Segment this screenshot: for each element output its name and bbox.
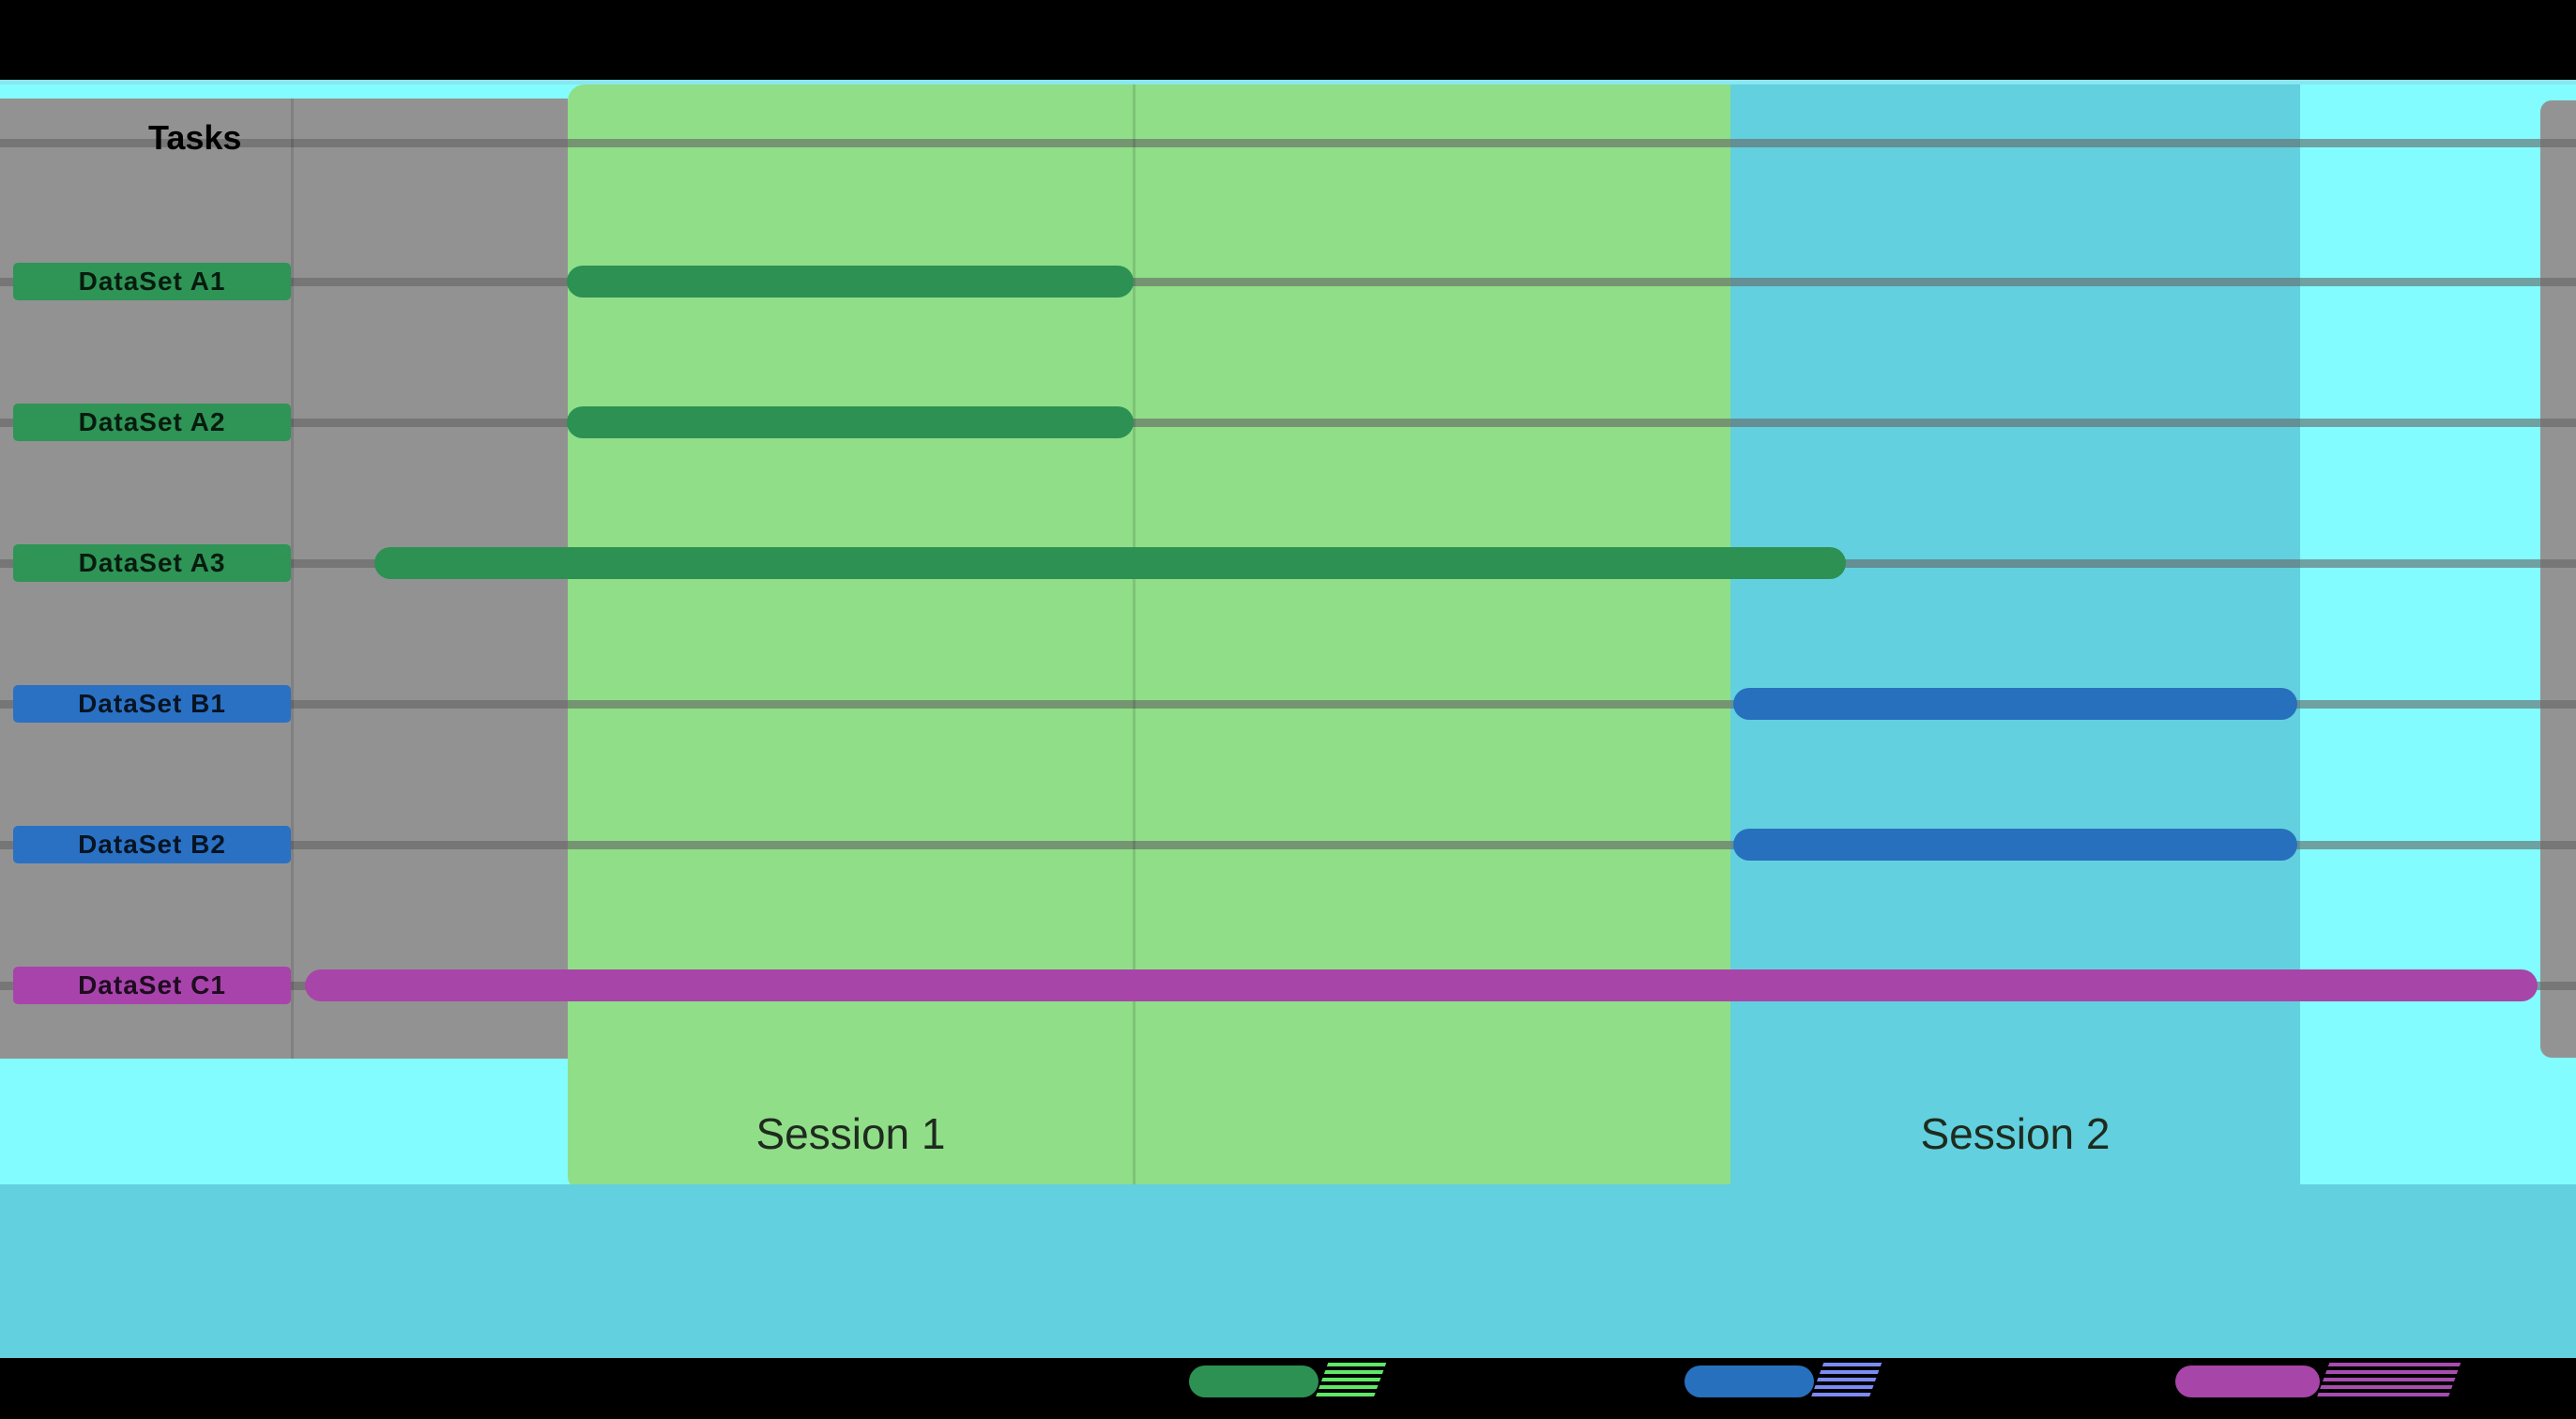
right-axis-column [2540,100,2576,1058]
legend-slash-icon [2315,1363,2462,1400]
chart-top-border [0,80,2576,85]
session-1-label: Session 1 [755,1109,946,1158]
legend-slash-icon [1314,1363,1387,1400]
task-row-label: DataSet A3 [13,544,291,582]
task-bar [1733,688,2297,720]
vertical-gridline [291,99,294,1059]
task-bar [1733,829,2297,861]
legend-swatch-pill [1189,1366,1318,1397]
task-row-label: DataSet B1 [13,685,291,723]
horizontal-gridline [0,419,2576,427]
vertical-gridline [1133,84,1136,1193]
horizontal-gridline [0,278,2576,286]
bottom-margin-band [0,1184,2576,1358]
task-row-label: DataSet A2 [13,404,291,441]
legend-swatch-pill [1684,1366,1814,1397]
task-bar [305,969,2538,1001]
legend-slash-icon [1809,1363,1882,1400]
tasks-column-header: Tasks [148,118,242,157]
session-2-band [1730,84,2300,1193]
legend-swatch-pill [2175,1366,2320,1397]
task-row-label: DataSet A1 [13,263,291,300]
horizontal-gridline [0,139,2576,147]
session-1-band [568,84,1730,1193]
task-bar [567,406,1134,438]
session-2-label: Session 2 [1920,1109,2111,1158]
task-row-label: DataSet C1 [13,967,291,1004]
task-bar [374,547,1846,579]
task-row-label: DataSet B2 [13,826,291,863]
horizontal-gridline [0,841,2576,849]
task-bar [567,266,1134,298]
horizontal-gridline [0,700,2576,709]
